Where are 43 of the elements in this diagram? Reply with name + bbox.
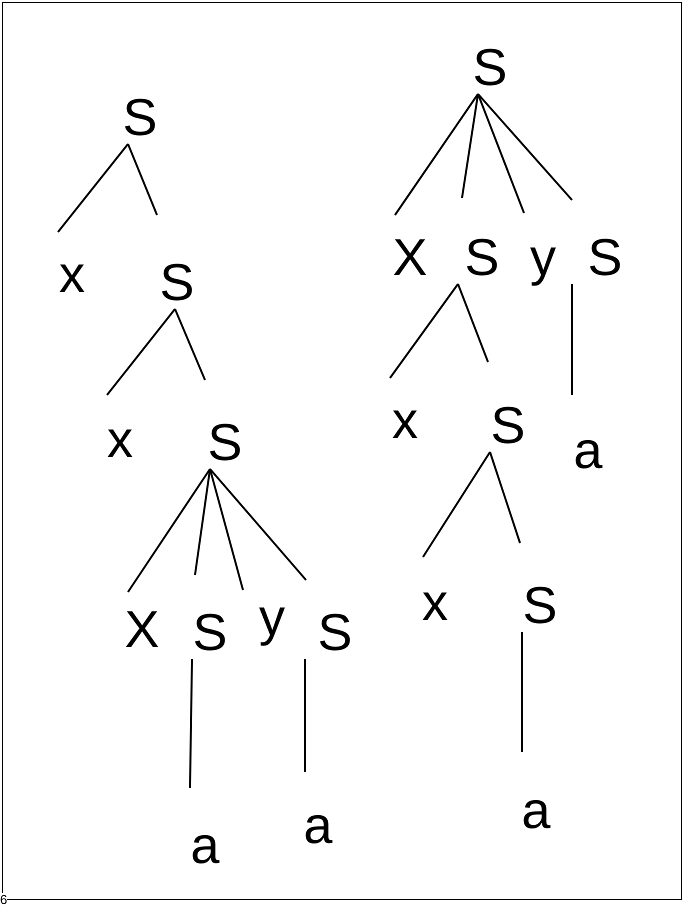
tree-branch <box>209 468 307 581</box>
grammar-symbol: S <box>149 212 193 309</box>
grammar-symbol: S <box>512 540 556 632</box>
grammar-symbol: S <box>120 89 156 144</box>
tree-branch <box>304 659 306 772</box>
grammar-symbol: S <box>480 359 524 452</box>
tree-branch <box>489 452 521 544</box>
grammar-symbol: x <box>99 392 136 466</box>
tree-branch <box>394 93 479 216</box>
grammar-symbol: x <box>415 554 451 629</box>
tree-branch <box>106 308 176 396</box>
grammar-symbol: S <box>470 39 506 94</box>
grammar-symbol: X <box>387 212 426 284</box>
tree-branch <box>209 468 244 590</box>
tree-branch <box>389 283 459 379</box>
tree-branch <box>194 468 211 576</box>
tree-branch <box>457 284 489 362</box>
tree-branch <box>57 143 129 233</box>
grammar-symbol: x <box>382 375 421 447</box>
grammar-symbol: S <box>564 197 621 284</box>
grammar-symbol: S <box>187 572 226 659</box>
tree-branch <box>461 94 479 198</box>
tree-branch <box>174 308 206 380</box>
grammar-symbol: x <box>50 229 88 301</box>
tree-branch <box>127 468 211 593</box>
grammar-symbol: a <box>564 392 604 477</box>
grammar-symbol: a <box>514 749 552 837</box>
grammar-symbol: y <box>235 587 288 644</box>
grammar-symbol: S <box>298 577 351 659</box>
tree-branch <box>521 632 523 752</box>
grammar-symbol: S <box>454 195 498 284</box>
grammar-symbol: a <box>182 785 221 872</box>
tree-branch <box>477 93 573 201</box>
tree-branch <box>189 658 193 788</box>
grammar-symbol: S <box>197 377 241 469</box>
grammar-symbol: a <box>297 769 334 852</box>
grammar-symbol: y <box>516 210 559 284</box>
tree-branch <box>571 284 573 395</box>
page-number: 6 <box>0 893 8 906</box>
tree-branch <box>127 144 158 216</box>
grammar-symbol: X <box>120 589 158 656</box>
tree-branch <box>422 451 491 558</box>
tree-branch <box>477 94 525 214</box>
